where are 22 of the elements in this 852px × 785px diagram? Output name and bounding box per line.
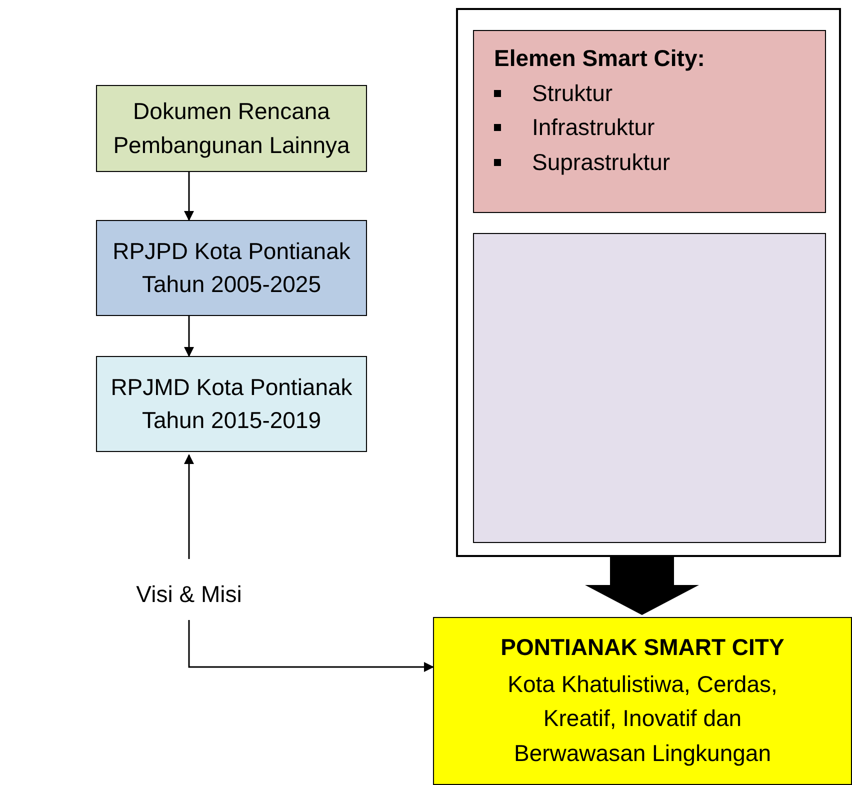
process-box	[96, 220, 367, 316]
container-box	[456, 8, 841, 557]
element-box	[473, 30, 826, 213]
arrow	[184, 454, 194, 559]
arrow	[184, 172, 194, 221]
node-label: RPJMD Kota Pontianak Tahun 2015-2019	[110, 372, 354, 435]
bullet-text: Suprastruktur	[532, 148, 670, 174]
node-label: Dokumen Rencana Pembangunan Lainnya	[112, 97, 351, 160]
block-arrow	[585, 557, 699, 615]
arrow	[184, 316, 194, 357]
bullet-text: Struktur	[532, 80, 613, 106]
process-box	[96, 356, 367, 452]
arrow	[188, 620, 434, 672]
bullet-text: Infrastruktur	[532, 114, 655, 140]
empty-box	[473, 233, 826, 543]
body-text: Kota Khatulistiwa, Cerdas, Kreatif, Inovatif dan Berwawasan Lingkungan	[506, 670, 778, 768]
heading: PONTIANAK SMART CITY	[500, 633, 784, 662]
heading: Elemen Smart City:	[494, 44, 705, 73]
node-label: Visi & Misi	[135, 580, 243, 610]
result-box	[433, 617, 852, 785]
node-label: RPJPD Kota Pontianak Tahun 2005-2025	[112, 236, 352, 299]
process-box	[96, 85, 367, 172]
